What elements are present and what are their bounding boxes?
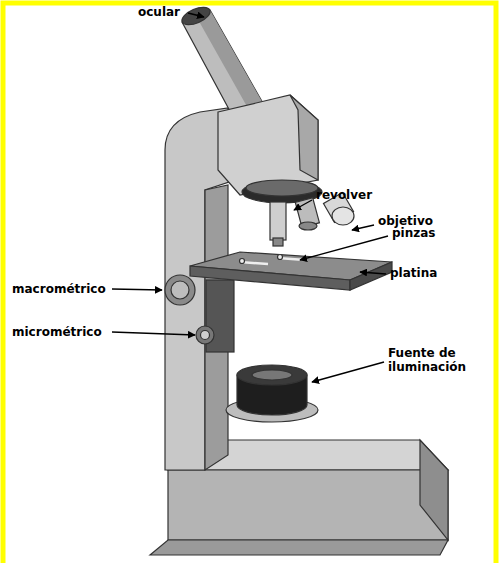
part-label: micrométrico (12, 325, 102, 339)
part-label: pinzas (392, 226, 435, 240)
leader-line (352, 225, 374, 230)
base-foot (150, 540, 448, 555)
leader-line (112, 332, 195, 335)
leader-line (112, 289, 162, 290)
leader-line (294, 200, 312, 210)
ocular-lens (179, 4, 212, 29)
part-label: objetivo (378, 214, 433, 228)
light-top (237, 365, 307, 385)
base-side (420, 440, 448, 540)
part-label: ocular (138, 5, 180, 19)
frame (3, 3, 496, 563)
head-side (290, 95, 318, 180)
stage-front (190, 266, 350, 290)
microscope (150, 4, 448, 555)
leader-line (312, 362, 384, 382)
leader-line (188, 13, 204, 17)
leader-lines (112, 13, 388, 382)
coarse-knob (165, 275, 195, 305)
head (218, 95, 318, 195)
part-label: platina (390, 266, 437, 280)
fine-knob (196, 326, 214, 344)
objective-lens (332, 207, 354, 225)
stage-side (350, 262, 392, 290)
base-front (168, 470, 448, 540)
part-label: revolver (316, 188, 372, 202)
objective (270, 202, 286, 240)
leader-line (360, 272, 386, 274)
leader-line (300, 236, 388, 260)
revolver-top (246, 180, 318, 196)
part-label: macrométrico (12, 282, 106, 296)
part-label: Fuente de iluminación (388, 346, 484, 374)
